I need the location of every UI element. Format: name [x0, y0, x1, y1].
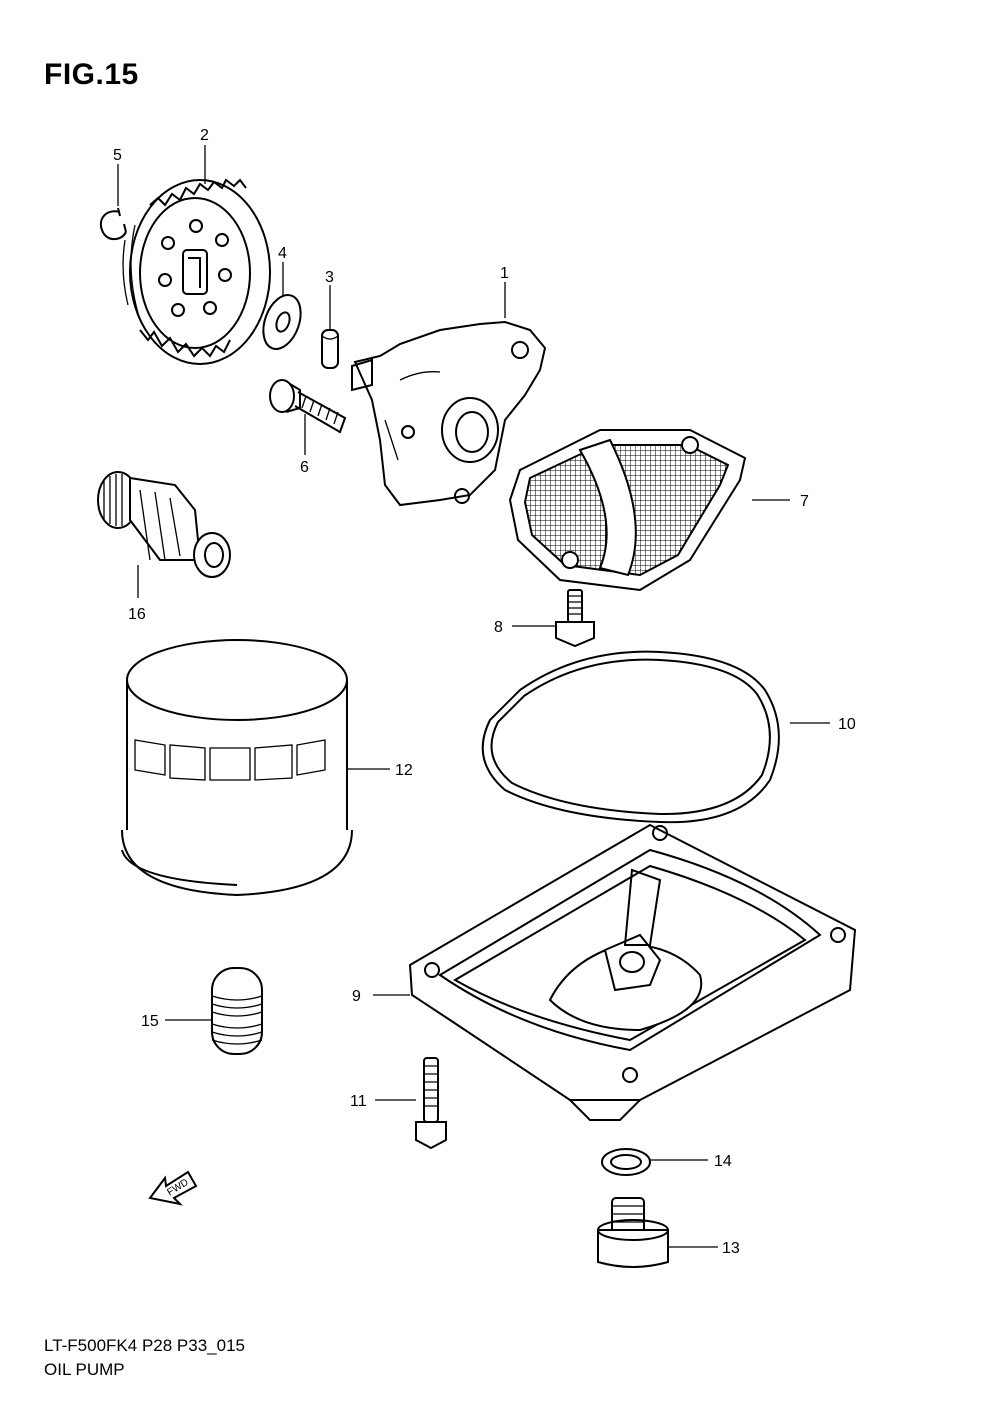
callout-10: 10	[838, 716, 856, 733]
callout-5: 5	[113, 147, 122, 164]
part-10-gasket	[481, 650, 780, 824]
fwd-direction-arrow: FWD	[148, 1170, 198, 1206]
part-2-driven-gear	[122, 178, 271, 365]
figure-code: LT-F500FK4 P28 P33_015	[44, 1336, 245, 1355]
callout-12: 12	[395, 762, 413, 779]
part-12-oil-filter	[121, 639, 353, 897]
callout-4: 4	[278, 245, 287, 262]
callout-16: 16	[128, 606, 146, 623]
part-5-circlip	[99, 207, 127, 240]
callout-15: 15	[141, 1013, 159, 1030]
callout-3: 3	[325, 269, 334, 286]
callout-leaders	[117, 145, 830, 1248]
callout-11: 11	[350, 1093, 367, 1110]
callout-8: 8	[494, 619, 503, 636]
callout-9: 9	[352, 988, 361, 1005]
callout-6: 6	[300, 459, 309, 476]
part-13-drain-plug	[597, 1197, 669, 1268]
part-7-oil-strainer	[508, 429, 747, 592]
callout-7: 7	[800, 493, 809, 510]
part-14-gasket-ring	[601, 1148, 651, 1176]
part-8-bolt	[555, 589, 595, 648]
part-11-bolt	[415, 1057, 447, 1150]
callout-1: 1	[500, 265, 509, 282]
callout-labels: 1 2 3 4 5 6 7 8 9 10 11 12 13 14 15 16	[113, 127, 856, 1257]
callout-13: 13	[722, 1240, 740, 1257]
figure-name: OIL PUMP	[44, 1360, 125, 1379]
part-6-screw	[269, 379, 347, 434]
callout-2: 2	[200, 127, 209, 144]
part-1-oil-pump-body	[351, 320, 547, 507]
part-3-pin	[321, 329, 339, 369]
figure-title: FIG.15	[44, 58, 139, 91]
part-16-oil-pressure-switch	[97, 471, 231, 578]
part-4-washer	[262, 294, 302, 350]
part-15-dowel	[211, 967, 263, 1055]
callout-14: 14	[714, 1153, 732, 1170]
part-9-oil-pan	[408, 823, 857, 1121]
